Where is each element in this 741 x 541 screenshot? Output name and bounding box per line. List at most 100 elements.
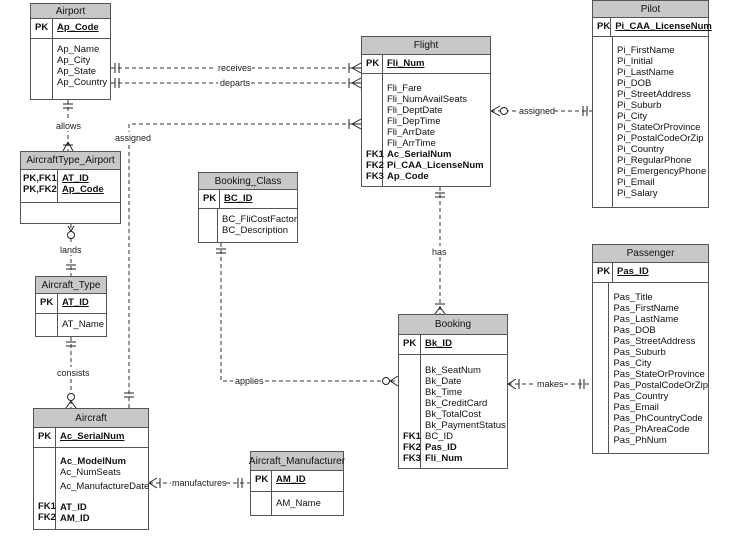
aircraft-entity: Aircraft PK Ac_SerialNum FK1 FK2 Ac_Mode… <box>33 408 149 530</box>
attr-pi-firstname: Pi_FirstName <box>617 45 675 56</box>
aircraft-type-title: Aircraft_Type <box>36 277 106 294</box>
attr-pas-country: Pas_Country <box>613 391 669 402</box>
aircrafttype-airport-entity: AircraftType_Airport PK,FK1 PK,FK2 AT_ID… <box>20 151 121 224</box>
attr-pas-dob: Pas_DOB <box>613 325 656 336</box>
attr-pi-stateorprovince: Pi_StateOrProvince <box>617 122 701 133</box>
booking-title: Booking <box>399 315 507 335</box>
flight-fk1-key: FK1 <box>366 149 384 160</box>
attr-pas-phcountrycode: Pas_PhCountryCode <box>613 413 703 424</box>
attr-pas-city: Pas_City <box>613 358 652 369</box>
attr-pas-postalcodeorzip: Pas_PostalCodeOrZip <box>613 380 708 391</box>
applies-label: applies <box>235 376 264 386</box>
attr-pi-dob: Pi_DOB <box>617 78 652 89</box>
departs-label: departs <box>220 78 251 88</box>
aircrafttype-airport-title: AircraftType_Airport <box>21 152 120 170</box>
attr-pi-country: Pi_Country <box>617 144 664 155</box>
attr-fli-fare: Fli_Fare <box>387 83 422 94</box>
attr-pi-salary: Pi_Salary <box>617 188 658 199</box>
attr-pi-suburb: Pi_Suburb <box>617 100 662 111</box>
booking-pk-field: Bk_ID <box>425 338 452 349</box>
booking-fk2-key: FK2 <box>403 442 421 453</box>
booking-class-pk-field: BC_ID <box>224 193 253 204</box>
lands-label: lands <box>60 245 82 255</box>
attr-ac-modelnum: Ac_ModelNum <box>60 456 126 467</box>
aircraft-title: Aircraft <box>34 409 148 428</box>
ata-field1: AT_ID <box>62 173 89 184</box>
attr-fli-deptime: Fli_DepTime <box>387 116 441 127</box>
aircraft-pk-key: PK <box>34 428 56 447</box>
assigned-aircraft-line <box>128 123 361 408</box>
consists-label: consists <box>57 368 90 378</box>
attr-ap-state: Ap_State <box>57 66 97 77</box>
attr-fli-arrtime: Fli_ArrTime <box>387 138 436 149</box>
attr-pi-streetaddress: Pi_StreetAddress <box>617 89 691 100</box>
assigned-pilot-label: assigned <box>519 106 555 116</box>
attr-pas-phnum: Pas_PhNum <box>613 435 667 446</box>
attr-ap-city: Ap_City <box>57 55 91 66</box>
aircraft-manufacturer-pk-field: AM_ID <box>276 474 306 485</box>
attr-pi-email: Pi_Email <box>617 177 655 188</box>
attr-pas-streetaddress: Pas_StreetAddress <box>613 336 696 347</box>
booking-class-title: Booking_Class <box>199 173 297 190</box>
has-label: has <box>432 247 447 257</box>
aircraft-manufacturer-title: Aircraft_Manufacturer <box>249 452 345 471</box>
flight-fk2-field: Pi_CAA_LicenseNum <box>387 160 484 171</box>
attr-bc-description: BC_Description <box>222 225 289 236</box>
booking-fk1-field: BC_ID <box>425 431 453 442</box>
attr-bk-seatnum: Bk_SeatNum <box>425 365 481 376</box>
attr-pi-initial: Pi_Initial <box>617 56 653 67</box>
aircraft-fk2-field: AM_ID <box>60 513 90 524</box>
booking-class-entity: Booking_Class PK BC_ID BC_FliCostFactor … <box>198 172 298 243</box>
flight-fk3-field: Ap_Code <box>387 171 429 182</box>
attr-fli-arrdate: Fli_ArrDate <box>387 127 436 138</box>
attr-bk-totalcost: Bk_TotalCost <box>425 409 481 420</box>
attr-bk-creditcard: Bk_CreditCard <box>425 398 488 409</box>
aircraft-type-entity: Aircraft_Type PK AT_ID AT_Name <box>35 276 107 337</box>
attr-am-name: AM_Name <box>276 498 321 509</box>
aircraft-fk1-key: FK1 <box>38 501 56 512</box>
attr-pas-email: Pas_Email <box>613 402 659 413</box>
attr-fli-deptdate: Fli_DeptDate <box>387 105 443 116</box>
flight-fk3-key: FK3 <box>366 171 384 182</box>
attr-bk-date: Bk_Date <box>425 376 462 387</box>
ata-key2: PK,FK2 <box>23 184 57 195</box>
airport-pk-key: PK <box>31 19 53 38</box>
aircraft-type-pk-field: AT_ID <box>62 297 89 308</box>
pilot-title: Pilot <box>593 1 708 18</box>
attr-bc-flicostfactor: BC_FliCostFactor <box>222 214 297 225</box>
attr-pas-suburb: Pas_Suburb <box>613 347 666 358</box>
booking-fk3-field: Fli_Num <box>425 453 463 464</box>
ata-field2: Ap_Code <box>62 184 104 195</box>
booking-fk1-key: FK1 <box>403 431 421 442</box>
ata-key1: PK,FK1 <box>23 173 57 184</box>
passenger-title: Passenger <box>593 245 708 263</box>
passenger-entity: Passenger PK Pas_ID Pas_Title Pas_FirstN… <box>592 244 709 454</box>
attr-pi-postalcodeorzip: Pi_PostalCodeOrZip <box>617 133 704 144</box>
attr-ac-manufacturedate: Ac_ManufactureDate <box>60 481 150 492</box>
flight-fk2-key: FK2 <box>366 160 384 171</box>
manufactures-label: manufactures <box>172 478 227 488</box>
aircraft-fk1-field: AT_ID <box>60 502 87 513</box>
booking-pk-key: PK <box>399 335 421 354</box>
aircraft-manufacturer-pk-key: PK <box>251 471 272 491</box>
booking-fk2-field: Pas_ID <box>425 442 457 453</box>
pilot-pk-key: PK <box>593 18 612 36</box>
airport-title: Airport <box>31 4 110 19</box>
attr-pas-title: Pas_Title <box>613 292 653 303</box>
airport-entity: Airport PK Ap_Code Ap_Name Ap_City Ap_St… <box>30 3 111 100</box>
attr-bk-paymentstatus: Bk_PaymentStatus <box>425 420 506 431</box>
attr-pi-emergencyphone: Pi_EmergencyPhone <box>617 166 707 177</box>
attr-pas-firstname: Pas_FirstName <box>613 303 679 314</box>
attr-ac-numseats: Ac_NumSeats <box>60 467 121 478</box>
attr-pi-regularphone: Pi_RegularPhone <box>617 155 692 166</box>
pilot-pk-field: Pi_CAA_LicenseNum <box>615 21 712 32</box>
pilot-entity: Pilot PK Pi_CAA_LicenseNum Pi_FirstName … <box>592 0 712 208</box>
flight-entity: Flight PK Fli_Num FK1 FK2 FK3 Fli_Fare F… <box>361 36 491 187</box>
attr-pas-stateorprovince: Pas_StateOrProvince <box>613 369 705 380</box>
flight-pk-field: Fli_Num <box>387 58 425 69</box>
receives-label: receives <box>218 63 252 73</box>
attr-fli-numavailseats: Fli_NumAvailSeats <box>387 94 468 105</box>
attr-at-name: AT_Name <box>62 319 105 330</box>
airport-pk-field: Ap_Code <box>57 22 99 33</box>
